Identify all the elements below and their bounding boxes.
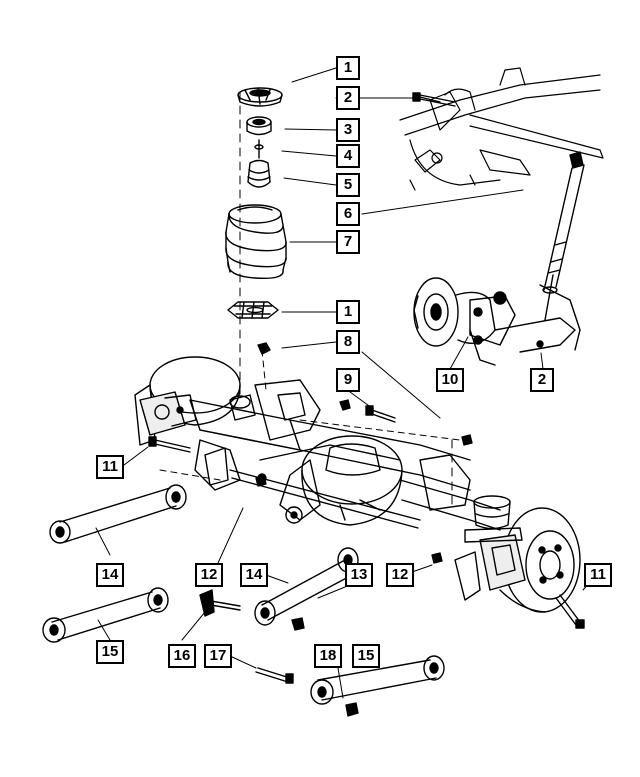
callout-17: 17 [204, 644, 232, 668]
callout-1-lower: 1 [336, 300, 360, 324]
callout-1: 1 [336, 56, 360, 80]
control-arms [42, 447, 481, 705]
callout-8: 8 [336, 330, 360, 354]
callout-15-right: 15 [352, 644, 380, 668]
callout-14-left: 14 [96, 563, 124, 587]
spring-stack [225, 87, 287, 319]
left-brake-assembly [134, 356, 241, 446]
callout-12-right: 12 [386, 563, 414, 587]
callout-14-right: 14 [240, 563, 268, 587]
callout-6: 6 [336, 202, 360, 226]
shock-absorber [542, 151, 585, 294]
right-brake-assembly [479, 507, 581, 613]
callout-7: 7 [336, 230, 360, 254]
callout-15-left: 15 [96, 640, 124, 664]
callout-10: 10 [436, 368, 464, 392]
frame-crossmember [399, 67, 604, 191]
callout-5: 5 [336, 173, 360, 197]
callout-11-right: 11 [584, 563, 612, 587]
callout-13: 13 [345, 563, 373, 587]
hardware [148, 92, 585, 717]
callout-3: 3 [336, 118, 360, 142]
detail-hub [413, 274, 581, 366]
callout-16: 16 [168, 644, 196, 668]
callout-11-left: 11 [96, 455, 124, 479]
leader-lines [95, 67, 599, 699]
callout-18: 18 [314, 644, 342, 668]
right-jounce-bumper [464, 495, 523, 543]
callout-9: 9 [336, 368, 360, 392]
callout-4: 4 [336, 144, 360, 168]
callout-12-left: 12 [195, 563, 223, 587]
callout-2: 2 [336, 86, 360, 110]
callout-2-detail: 2 [530, 368, 554, 392]
